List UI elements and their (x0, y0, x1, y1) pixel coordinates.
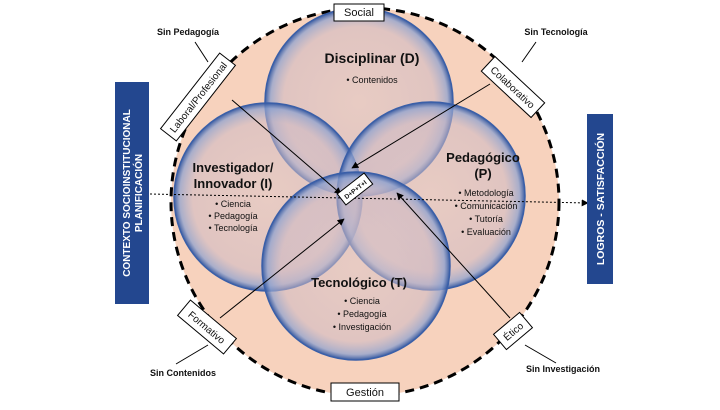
arrow-laboral (231, 99, 342, 195)
left-panel-line2: PLANIFICACIÓN (132, 154, 145, 232)
gestion-label: Gestión (346, 387, 384, 399)
social-label: Social (344, 7, 374, 19)
right-panel-label: LOGROS - SATISFACCIÓN (594, 133, 607, 265)
leader-top-right (521, 41, 537, 63)
horizontal-arrow (149, 193, 589, 207)
leader-bottom-left (175, 344, 209, 365)
pedagogico-title-1: Pedagógico (446, 150, 520, 165)
arrow-formativo (219, 218, 345, 319)
left-panel (115, 82, 149, 304)
pedagogico-item: • Comunicación (455, 201, 518, 211)
corner-top-left: Sin Pedagogía (157, 27, 220, 37)
tecnologico-item: • Pedagogía (337, 309, 386, 319)
investigador-item: • Pedagogía (208, 211, 257, 221)
gestion-box (330, 382, 400, 402)
leader-top-left (194, 41, 209, 63)
left-panel-line1: CONTEXTO SOCIOINSTITUCIONAL (122, 109, 133, 277)
disciplinar-item: • Contenidos (346, 75, 398, 85)
pedagogico-item: • Evaluación (461, 227, 511, 237)
pedagogico-item: • Metodología (458, 188, 513, 198)
investigador-item: • Ciencia (215, 199, 251, 209)
left-panel-text: CONTEXTO SOCIOINSTITUCIONAL PLANIFICACIÓ… (122, 109, 145, 277)
disciplinar-title: Disciplinar (D) (325, 50, 420, 66)
investigador-item: • Tecnología (208, 223, 257, 233)
tecnologico-item: • Investigación (333, 322, 391, 332)
right-panel (587, 114, 613, 284)
right-panel-text: LOGROS - SATISFACCIÓN (594, 133, 607, 265)
leader-bottom-right (524, 344, 557, 364)
circle-tecnologico (261, 171, 451, 361)
corner-top-right: Sin Tecnología (524, 27, 588, 37)
tecnologico-item: • Ciencia (344, 296, 380, 306)
investigador-title-2: Innovador (I) (194, 176, 273, 191)
corner-bottom-right: Sin Investigación (526, 364, 600, 374)
tecnologico-title: Tecnológico (T) (311, 275, 407, 290)
social-box (333, 3, 385, 22)
arrow-colaborativo (351, 83, 491, 169)
corner-bottom-left: Sin Contenidos (150, 368, 216, 378)
pedagogico-title-2: (P) (474, 166, 491, 181)
arrow-etico (396, 192, 511, 319)
pedagogico-item: • Tutoría (469, 214, 503, 224)
investigador-title-1: Investigador/ (193, 160, 274, 175)
